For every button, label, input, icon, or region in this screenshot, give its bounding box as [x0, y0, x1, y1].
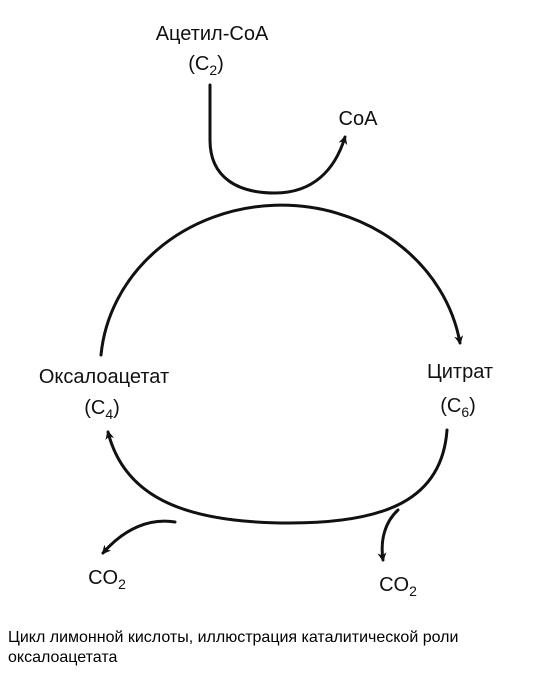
oxaloacetate-formula: (C4): [84, 397, 120, 422]
citrate-formula-sub: 6: [461, 404, 469, 420]
citrate-formula-base: C: [447, 395, 461, 417]
co2-label-right: CO2: [379, 574, 417, 599]
acetyl-coa-formula-sub: 2: [209, 62, 217, 78]
acetyl-coa-formula-base: C: [195, 53, 209, 75]
co2-release-arrow-right: [377, 508, 400, 562]
co2-release-arrow-left: [101, 519, 177, 555]
oxaloacetate-formula-base: C: [91, 397, 105, 419]
acetyl-coa-label: Ацетил-CoA: [156, 23, 269, 45]
oxaloacetate-label: Оксалоацетат: [39, 366, 169, 388]
acetyl-coa-entry-arc: [208, 83, 348, 195]
citrate-label: Цитрат: [427, 361, 493, 383]
figure-caption: Цикл лимонной кислоты, иллюстрация катал…: [8, 629, 459, 666]
oxaloacetate-formula-sub: 4: [105, 406, 113, 422]
acetyl-coa-formula: (C2): [188, 53, 224, 78]
citric-acid-cycle-diagram: Ацетил-CoA (C2) CoA Цитрат (C6) Оксалоац…: [39, 23, 493, 599]
cycle-arc-to-citrate: [99, 203, 464, 357]
cycle-arc-to-oxaloacetate: [105, 428, 449, 525]
coa-label: CoA: [339, 108, 379, 130]
citrate-formula: (C6): [440, 395, 476, 420]
co2-label-left: CO2: [88, 567, 126, 592]
